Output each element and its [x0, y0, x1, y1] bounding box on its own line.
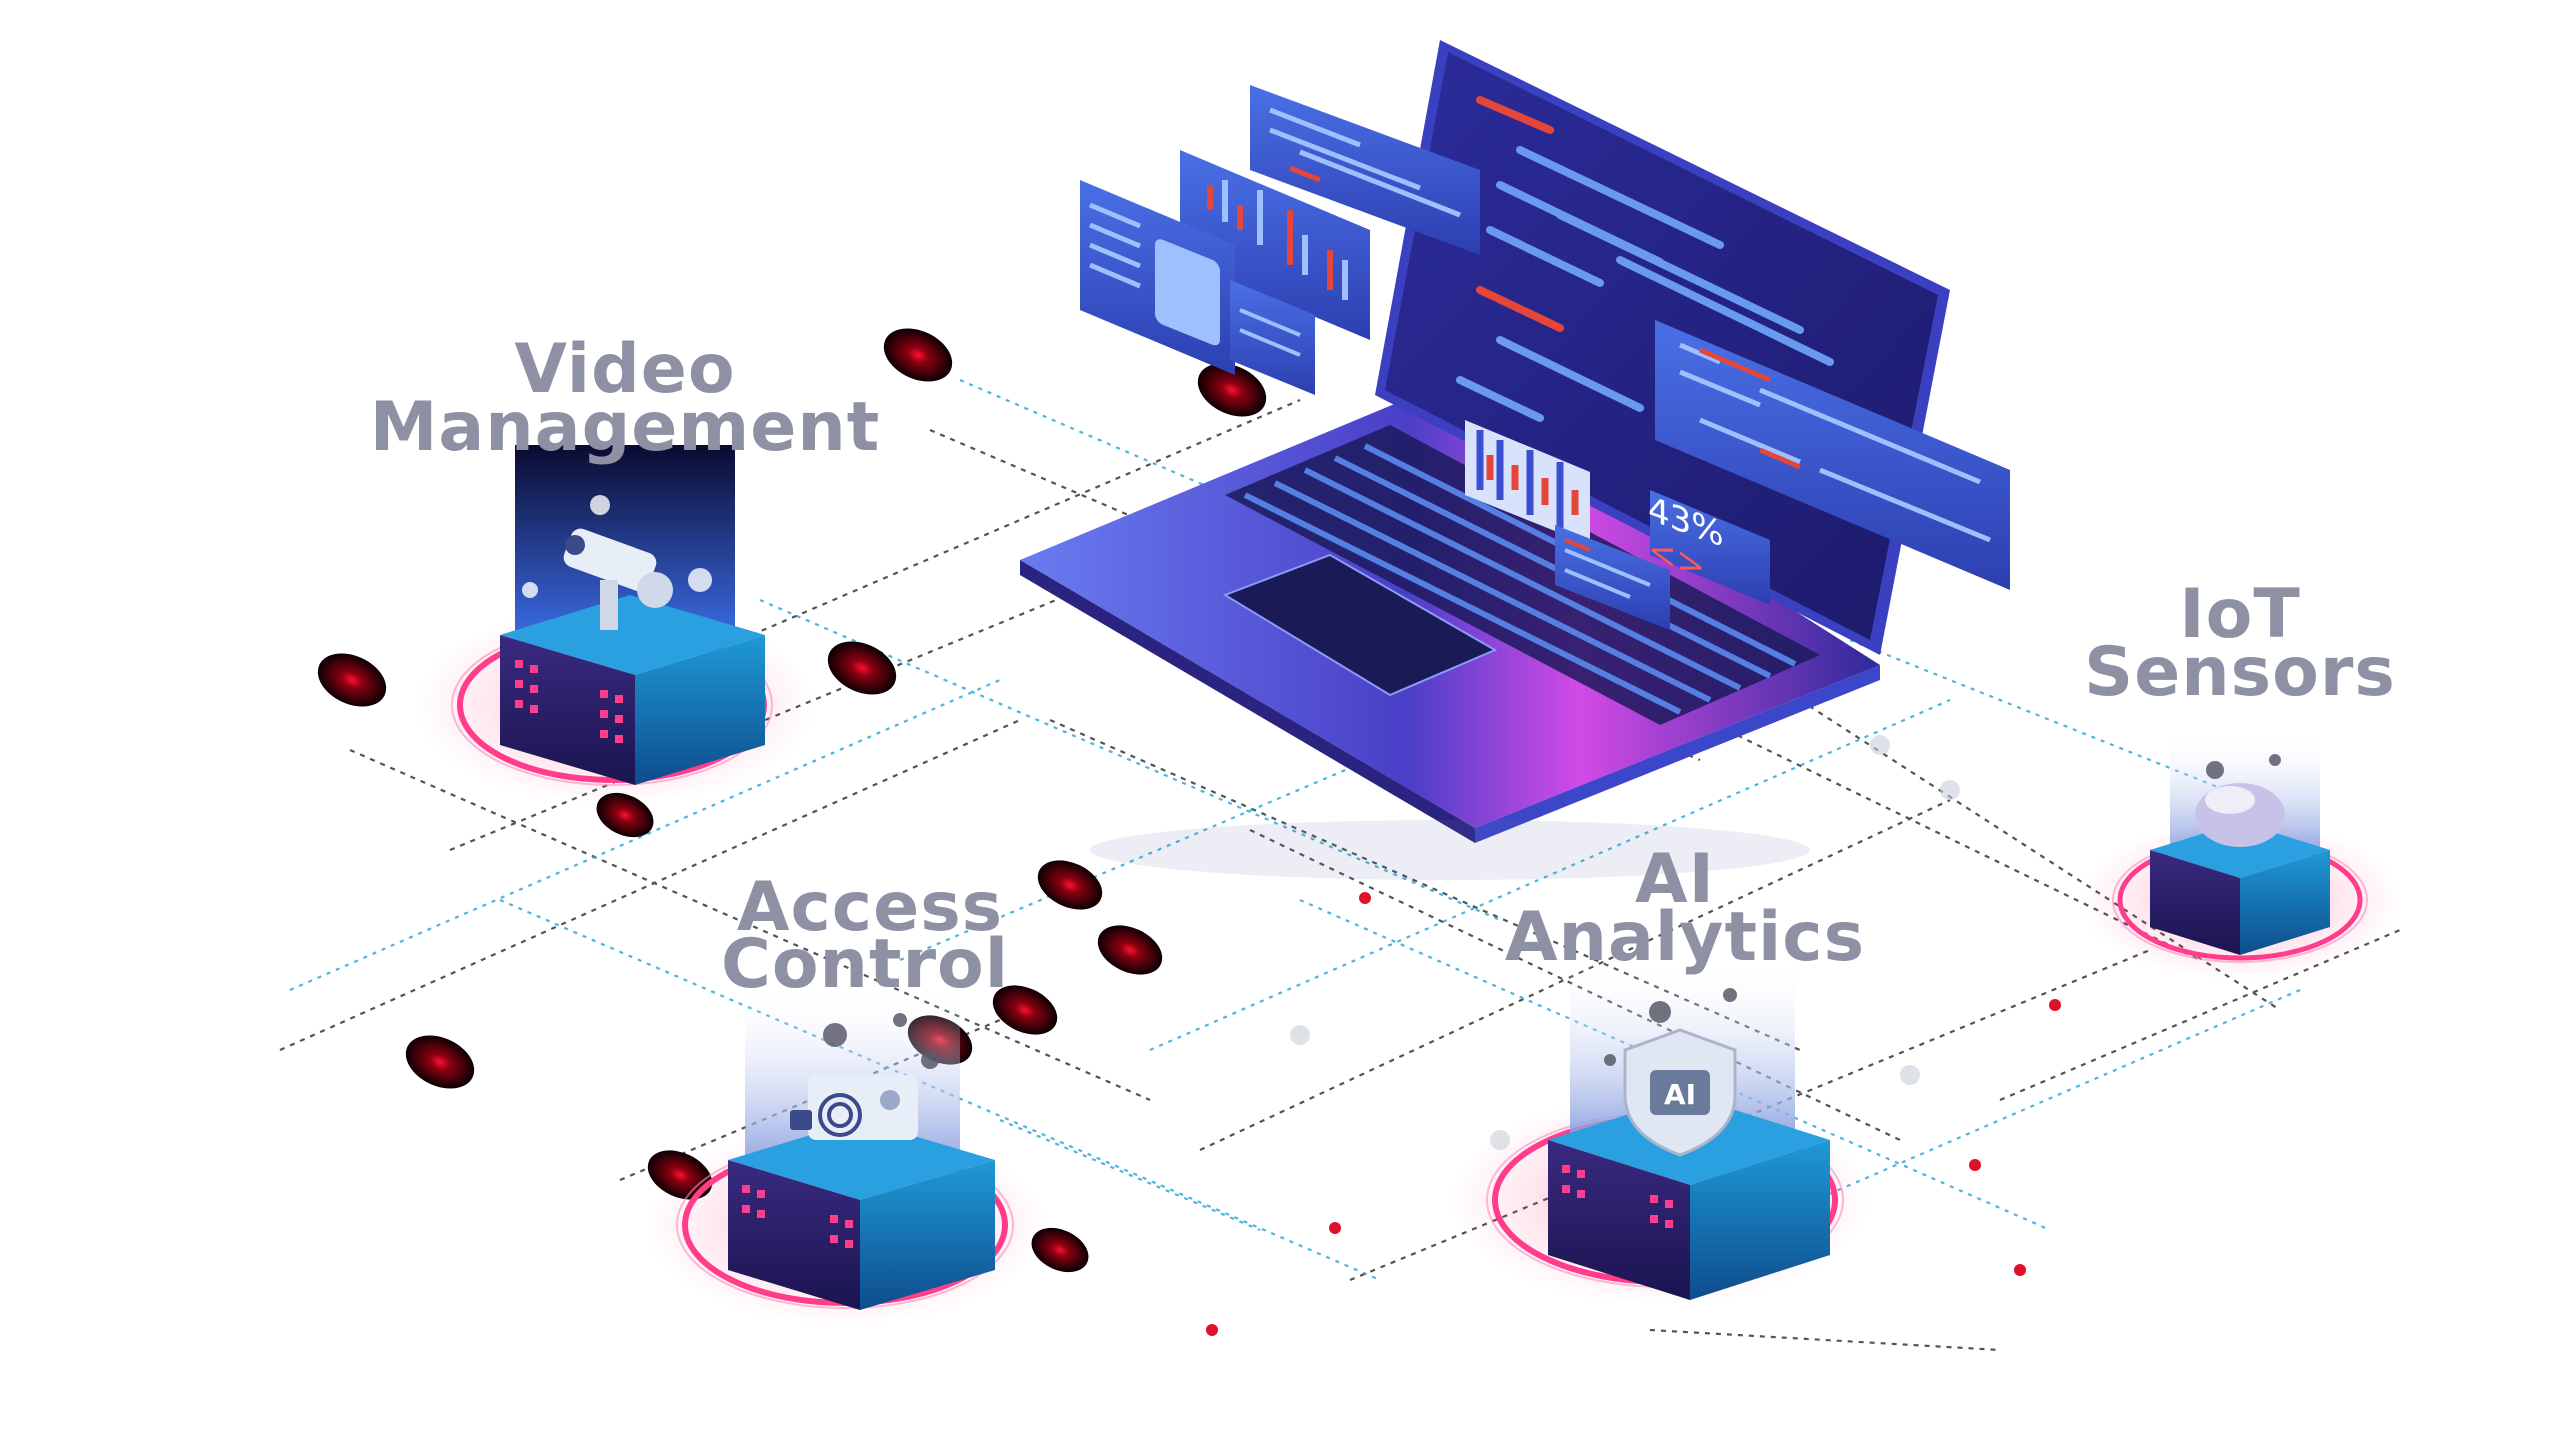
- label-video-line2: Management: [369, 388, 881, 467]
- panel-progress: [1650, 490, 1770, 605]
- panel-bar-chart: [1180, 150, 1370, 340]
- label-access-line1: Access: [736, 868, 1004, 947]
- label-iot-line2: Sensors: [2084, 633, 2396, 712]
- server-iot-sensors: [2112, 730, 2368, 963]
- panel-small-lines: [1555, 525, 1670, 630]
- label-iot-line1: IoT: [2179, 575, 2301, 654]
- panel-heatmap: [1465, 420, 1590, 545]
- sensor-dome-icon: [2195, 783, 2285, 847]
- server-ai-analytics: AI: [1486, 960, 1844, 1300]
- panel-profile: [1080, 180, 1235, 375]
- panel-small-chart: [1230, 280, 1315, 395]
- cctv-camera-icon: [563, 528, 673, 630]
- label-access-line2: Control: [720, 925, 1010, 1004]
- panel-code-right: [1655, 320, 2010, 590]
- ai-chip-text: AI: [1664, 1078, 1696, 1111]
- floating-ui-panels: [1080, 85, 2010, 630]
- panel-code-top: [1250, 85, 1480, 255]
- server-access-control: [676, 985, 1014, 1310]
- label-ai-line1: AI: [1635, 840, 1715, 919]
- fingerprint-icon: [790, 1075, 918, 1140]
- ai-shield-icon: AI: [1623, 1028, 1737, 1157]
- label-video-line1: Video: [514, 330, 736, 409]
- label-ai-line2: Analytics: [1504, 898, 1866, 977]
- server-video-management: [451, 445, 773, 786]
